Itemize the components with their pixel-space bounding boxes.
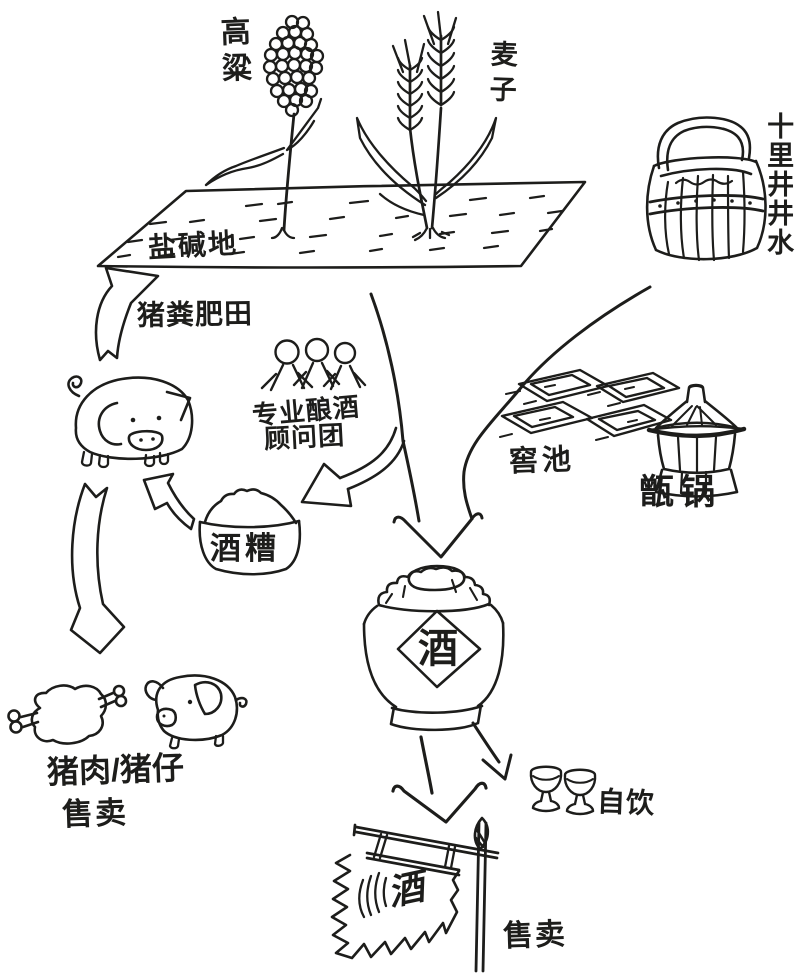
fermentation-pits-label: 窖池 [508, 443, 576, 479]
manure-arrow-label: 猪粪肥田 [136, 297, 254, 332]
consultant-team-drawing [260, 337, 367, 392]
grains-arrow [300, 426, 406, 508]
sorghum-plant-drawing [204, 14, 325, 240]
steamer-pot-label: 甑锅 [639, 473, 722, 512]
saline-land-label: 盐碱地 [147, 227, 239, 264]
steamer-pot-drawing [646, 383, 747, 498]
wine-cups-drawing [529, 765, 597, 816]
wheat-label: 麦子 [484, 39, 518, 111]
wine-sale-label: 售卖 [502, 917, 568, 954]
distillers-grains-bowl-drawing [198, 488, 302, 576]
pig-drawing [67, 375, 194, 469]
consultants-label-line2: 顾问团 [263, 419, 346, 455]
grains-to-pig-arrow [142, 472, 196, 531]
jar-to-flag-arrow [391, 735, 488, 824]
wheat-plant-drawing [355, 10, 498, 242]
wine-flag-character: 酒 [383, 865, 428, 914]
pork-meat-drawing [7, 684, 128, 745]
sorghum-label: 高粱 [215, 15, 251, 89]
bucket-staves [664, 170, 746, 262]
bucket-rivets [658, 198, 752, 208]
piglet-drawing [144, 674, 248, 750]
jar-to-cups-arrow [471, 721, 513, 781]
well-water-label: 十里井井水 [763, 112, 794, 257]
pork-piglet-label: 猪肉/猪仔 [46, 749, 185, 791]
fermentation-pits-drawing [499, 368, 681, 441]
wine-jar-drawing [362, 564, 505, 732]
sorghum-head [262, 14, 325, 118]
central-arrow [369, 285, 652, 559]
distillers-grains-label: 酒糟 [210, 531, 280, 566]
pork-sale-label: 售卖 [61, 794, 129, 833]
manure-arrow [94, 266, 160, 362]
pig-to-sale-arrow [69, 482, 126, 655]
wine-jar-character: 酒 [418, 627, 458, 671]
self-drinking-label: 自饮 [596, 785, 656, 820]
wine-cup [529, 765, 563, 813]
well-bucket-drawing [645, 116, 767, 262]
wine-banner-flag-drawing [330, 816, 500, 973]
wine-cup [563, 768, 597, 816]
